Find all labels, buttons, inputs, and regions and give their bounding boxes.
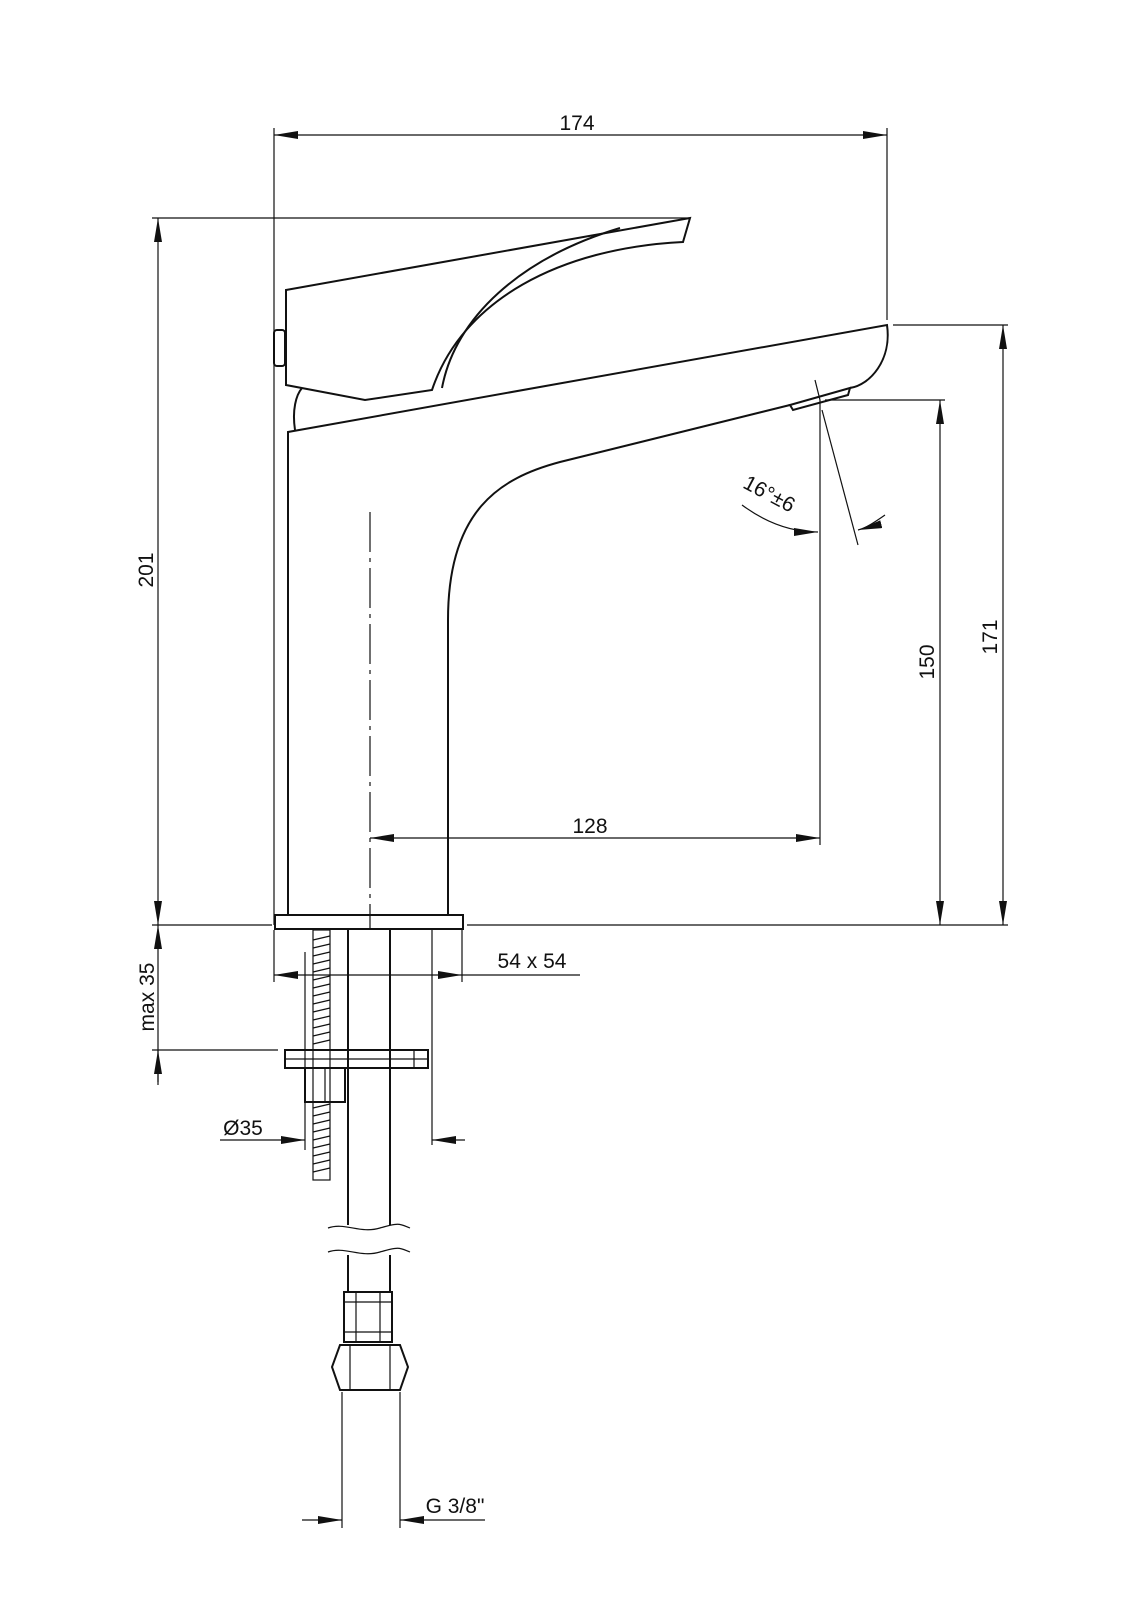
- dim-outlet-angle: 16°±6: [739, 471, 798, 517]
- dim-base-size: 54 x 54: [498, 950, 567, 973]
- side-button: [273, 329, 286, 367]
- mounting-assembly: [274, 914, 464, 1391]
- dim-hole-diameter: Ø35: [223, 1117, 263, 1140]
- faucet-body: [287, 323, 889, 915]
- dim-spout-height: 171: [979, 619, 1002, 654]
- dim-connection-thread: G 3/8": [426, 1495, 485, 1518]
- dim-outlet-height: 150: [916, 644, 939, 679]
- dim-overall-width: 174: [559, 112, 594, 135]
- dimension-lines: [152, 128, 1008, 1528]
- dim-overall-height: 201: [135, 552, 158, 587]
- lever-handle: [273, 216, 692, 402]
- dim-spout-reach: 128: [572, 815, 607, 838]
- dim-max-thickness: max 35: [136, 963, 159, 1032]
